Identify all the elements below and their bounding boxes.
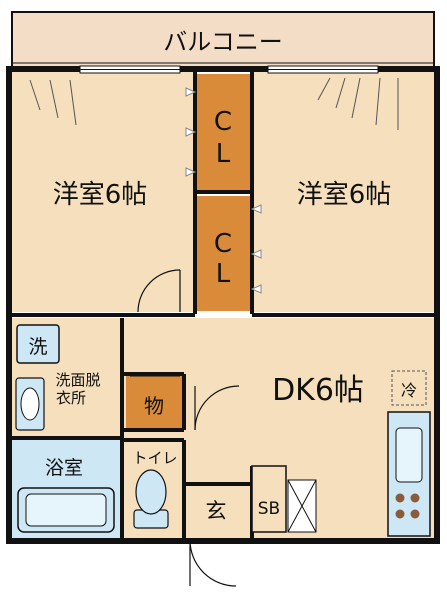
washer-label: 洗 [28,336,47,358]
bathtub [17,487,115,533]
western-room-left-floor [12,72,195,312]
entrance-floor [186,484,250,538]
closet-bottom-label-l: L [216,259,231,289]
washing-machine [16,324,60,364]
balcony: バルコニー [11,11,435,69]
dk-label: DK6帖 [272,373,364,408]
closet-top-label-l: L [216,139,231,169]
balcony-label: バルコニー [163,28,283,56]
closet-top [196,74,251,190]
outer-walls [6,66,440,544]
washroom-label-line1: 洗面脱 [55,371,100,389]
western-room-right-label: 洋室6帖 [297,180,392,210]
room-shading-lines [29,77,399,130]
kitchen-counter [387,411,431,537]
closet-doors [185,87,262,294]
storage-closet [126,376,182,428]
fridge-label: 冷 [401,381,417,400]
closet-top-label-c: C [214,107,232,137]
shoebox [251,465,317,533]
bathroom-label: 浴室 [45,457,83,479]
toilet-label: トイレ [132,449,177,467]
western-room-left-label: 洋室6帖 [53,180,148,210]
toilet-fixture [133,469,169,529]
shoebox-label: SB [258,499,280,519]
storage-label: 物 [144,394,164,418]
entrance-label: 玄 [206,499,227,523]
washroom-label-line2: 衣所 [56,389,86,407]
balcony-windows [79,65,379,74]
closet-bottom-label-c: C [214,229,232,259]
balcony-area [11,11,435,69]
washbasin [15,377,45,431]
interior-walls [12,70,434,538]
western-room-right-floor [252,72,434,312]
fridge-space [391,370,427,406]
closet-bottom [196,196,251,311]
doors [130,269,240,587]
